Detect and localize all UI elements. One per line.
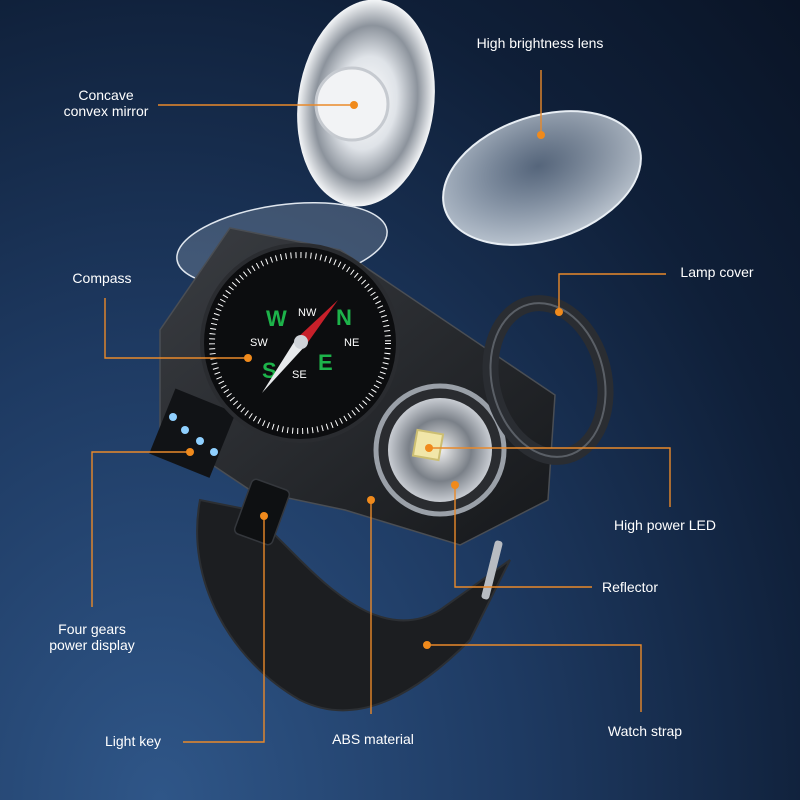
label-mirror: Concave convex mirror [58,87,154,119]
svg-text:NE: NE [344,337,359,349]
svg-text:SE: SE [292,369,307,381]
label-lens: High brightness lens [476,35,604,51]
leader-lines [91,70,671,743]
svg-text:E: E [318,350,333,375]
svg-text:N: N [336,305,352,330]
label-power-line2: power display [49,637,135,653]
concave-convex-mirror [297,0,435,207]
label-power-line1: Four gears [58,621,126,637]
svg-text:NW: NW [298,307,317,319]
label-light-key: Light key [104,733,162,749]
high-brightness-lens [442,110,642,246]
label-lamp-cover: Lamp cover [680,264,754,280]
strap-pin [481,540,503,600]
label-mirror-line1: Concave [78,87,134,103]
leader-compass [104,298,248,359]
led-reflector [373,383,507,517]
label-mirror-line2: convex mirror [63,103,149,119]
power-indicator-leds [169,413,218,456]
leader-reflector [454,485,592,588]
label-abs: ABS material [332,731,414,747]
leader-light-key [183,516,265,743]
leader-dots [186,101,563,649]
watch-strap [196,498,511,712]
label-reflector: Reflector [601,579,659,595]
svg-text:SW: SW [250,337,268,349]
leader-lamp-cover [558,273,666,312]
lamp-cover-highlight [489,302,607,458]
leader-power-display [91,451,190,607]
label-compass: Compass [72,270,132,286]
compass-needle-north [296,300,338,345]
label-led: High power LED [614,517,716,533]
compass-dial: N S W E NW NE SW SE [200,243,400,443]
light-key-button[interactable] [233,478,291,546]
label-power-display: Four gears power display [40,621,144,653]
svg-text:W: W [266,306,287,331]
leader-strap [427,644,642,712]
compass-needle-south [262,339,306,393]
label-strap: Watch strap [607,723,683,739]
leader-led [429,447,671,507]
